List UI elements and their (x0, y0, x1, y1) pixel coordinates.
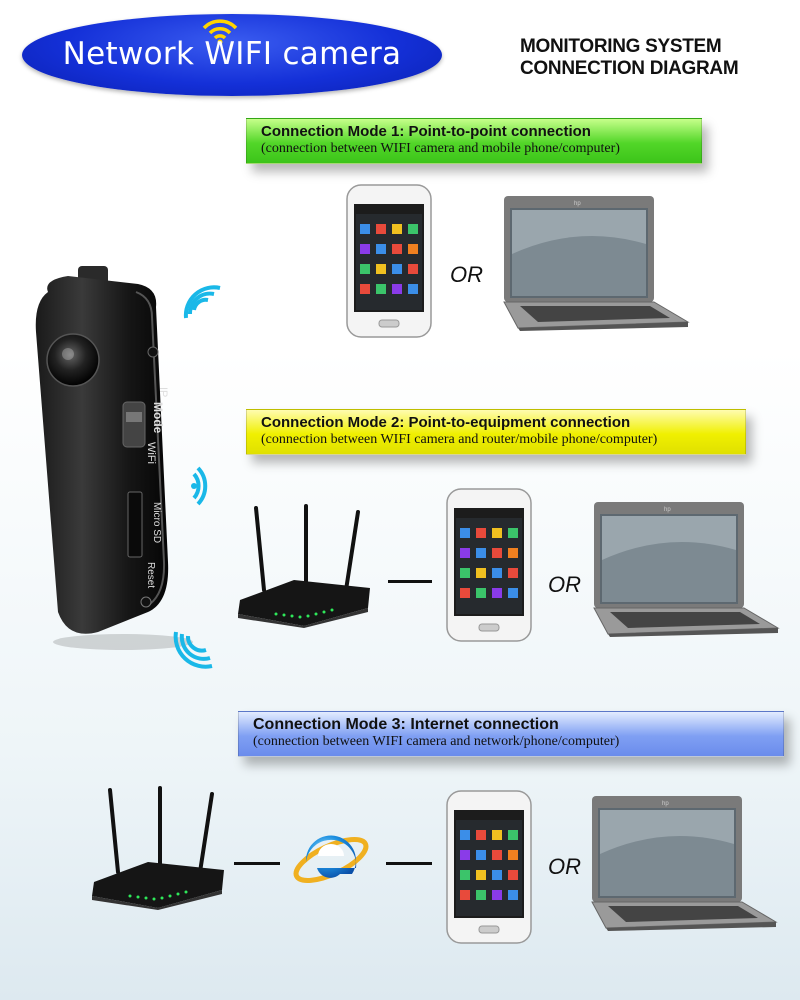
camera-label-reset: Reset (145, 562, 156, 588)
mode1-subtitle: (connection between WIFI camera and mobi… (261, 141, 620, 156)
svg-text:hp: hp (664, 507, 671, 513)
svg-text:hp: hp (662, 801, 669, 807)
laptop-image: hp (503, 196, 690, 331)
internet-explorer-icon (293, 835, 369, 883)
camera-label-wifi: WiFi (145, 442, 157, 464)
router-image (238, 504, 370, 628)
diagram-title-line2: CONNECTION DIAGRAM (520, 58, 739, 79)
wifi-signal-icon (183, 285, 221, 319)
diagram-title-line1: MONITORING SYSTEM (520, 36, 722, 57)
mode1-title: Connection Mode 1: Point-to-point connec… (261, 123, 591, 140)
router-image (92, 786, 224, 910)
wifi-icon (202, 19, 238, 44)
mode2-banner: Connection Mode 2: Point-to-equipment co… (246, 409, 746, 455)
smartphone-image (346, 184, 432, 338)
svg-text:hp: hp (574, 201, 581, 207)
smartphone-image (446, 488, 532, 642)
diagram-title: MONITORING SYSTEM CONNECTION DIAGRAM (520, 36, 750, 80)
smartphone-image (446, 790, 532, 944)
mode3-subtitle: (connection between WIFI camera and netw… (253, 734, 620, 749)
wifi-signal-icon (191, 466, 208, 506)
title-banner (22, 14, 442, 96)
mode2-subtitle: (connection between WIFI camera and rout… (261, 432, 658, 447)
or-label: OR (450, 262, 483, 287)
camera-label-microsd: Micro SD (151, 502, 162, 543)
or-label: OR (548, 572, 581, 597)
camera-label-ip: IP (157, 387, 169, 397)
wifi-signal-icon (173, 631, 213, 669)
laptop-image: hp (593, 502, 780, 637)
connection-line (386, 862, 432, 865)
or-label: OR (548, 854, 581, 879)
mode3-title: Connection Mode 3: Internet connection (253, 716, 559, 733)
mode1-banner: Connection Mode 1: Point-to-point connec… (246, 118, 702, 164)
page-title: Network WIFI camera (62, 36, 402, 72)
camera-label-mode: Mode (151, 402, 165, 434)
mode2-title: Connection Mode 2: Point-to-equipment co… (261, 414, 631, 431)
wifi-camera-image: IP Mode WiFi Micro SD Reset (35, 266, 193, 650)
connection-line (388, 580, 432, 583)
mode3-banner: Connection Mode 3: Internet connection (… (238, 711, 784, 757)
connection-line (234, 862, 280, 865)
laptop-image: hp (591, 796, 778, 931)
